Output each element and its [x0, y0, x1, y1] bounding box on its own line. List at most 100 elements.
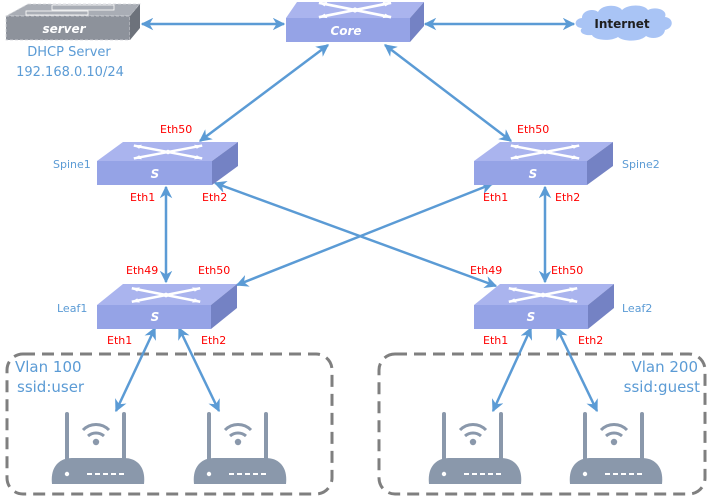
port-led [621, 473, 626, 475]
wifi-icon [229, 431, 247, 438]
server-badge: server [42, 22, 86, 36]
link-leaf1-ap1 [114, 326, 157, 413]
antenna-left [442, 412, 446, 462]
wifi-icon [234, 438, 242, 446]
wifi-icon [87, 431, 105, 438]
port-led [480, 473, 485, 475]
access-point-3[interactable] [428, 412, 522, 484]
antenna-left [207, 412, 211, 462]
port-led [464, 473, 469, 475]
power-led [582, 471, 588, 477]
leaf2-badge: S [527, 310, 536, 324]
spine1-port-eth1: Eth1 [130, 191, 155, 204]
antenna-left [65, 412, 69, 462]
link-core-spine1 [199, 44, 329, 142]
antenna-right [499, 412, 503, 462]
link-leaf1-ap2 [177, 326, 221, 413]
spine2-port-eth2: Eth2 [555, 191, 580, 204]
core-badge: Core [330, 24, 361, 38]
leaf2-port-eth1: Eth1 [483, 334, 508, 347]
spine1-port-eth2: Eth2 [202, 191, 227, 204]
port-led [103, 473, 108, 475]
router-body [193, 458, 287, 484]
port-led [488, 473, 493, 475]
port-led [87, 473, 92, 475]
wifi-icon [610, 438, 618, 446]
leaf1-badge: S [151, 310, 160, 324]
router-body [569, 458, 663, 484]
power-led [206, 471, 212, 477]
wifi-icon [469, 438, 477, 446]
port-led [629, 473, 634, 475]
link-leaf2-ap3 [491, 326, 533, 413]
access-point-4[interactable] [569, 412, 663, 484]
router-body [51, 458, 145, 484]
antenna-right [264, 412, 268, 462]
wifi-icon [458, 423, 488, 432]
spine1-switch[interactable]: S [97, 142, 238, 185]
antenna-right [122, 412, 126, 462]
vlan-200-group [377, 352, 707, 496]
access-point-2[interactable] [193, 412, 287, 484]
port-led [637, 473, 642, 475]
server-side [130, 4, 140, 40]
port-led [253, 473, 258, 475]
port-led [605, 473, 610, 475]
port-led [237, 473, 242, 475]
wifi-icon [92, 438, 100, 446]
server-front [5, 15, 131, 41]
spine2-badge: S [529, 167, 538, 181]
leaf2-name: Leaf2 [622, 302, 652, 315]
antenna-right [640, 412, 644, 462]
internet-label: Internet [594, 17, 649, 31]
leaf2-port-eth49: Eth49 [470, 264, 502, 277]
wifi-icon [605, 431, 623, 438]
leaf2-port-eth50: Eth50 [551, 264, 583, 277]
link-core-spine2 [384, 44, 512, 142]
server-name: DHCP Server [27, 45, 111, 60]
router-body [428, 458, 522, 484]
spine1-name: Spine1 [53, 158, 91, 171]
vlan-100-group [5, 352, 334, 496]
port-led [119, 473, 124, 475]
core-switch[interactable]: Core [286, 0, 424, 42]
wifi-icon [599, 423, 629, 432]
access-point-1[interactable] [51, 412, 145, 484]
port-led [95, 473, 100, 475]
leaf1-port-eth50: Eth50 [198, 264, 230, 277]
port-led [111, 473, 116, 475]
leaf1-switch[interactable]: S [97, 284, 237, 329]
spine1-badge: S [151, 167, 160, 181]
leaf2-switch[interactable]: S [474, 284, 614, 329]
server-ip: 192.168.0.10/24 [16, 65, 124, 80]
spine2-port-eth50: Eth50 [517, 123, 549, 136]
vlan-200-ssid: ssid:guest [624, 378, 700, 396]
wifi-icon [464, 431, 482, 438]
antenna-left [583, 412, 587, 462]
link-leaf2-ap4 [555, 326, 599, 413]
wifi-icon [81, 423, 111, 432]
port-led [229, 473, 234, 475]
port-led [613, 473, 618, 475]
leaf1-port-eth49: Eth49 [126, 264, 158, 277]
port-led [261, 473, 266, 475]
leaf2-port-eth2: Eth2 [578, 334, 603, 347]
dhcp-server[interactable]: server [5, 3, 141, 41]
links [114, 17, 599, 413]
spine2-switch[interactable]: S [474, 142, 613, 185]
spine2-name: Spine2 [622, 158, 660, 171]
port-led [496, 473, 501, 475]
vlan-100-label: Vlan 100 [15, 358, 82, 376]
leaf1-port-eth1: Eth1 [107, 334, 132, 347]
vlan-100-ssid: ssid:user [17, 378, 85, 396]
power-led [441, 471, 447, 477]
link-spine2-leaf1 [235, 182, 494, 287]
power-led [64, 471, 70, 477]
spine2-port-eth1: Eth1 [483, 191, 508, 204]
vlan-200-label: Vlan 200 [631, 358, 698, 376]
port-led [472, 473, 477, 475]
leaf1-port-eth2: Eth2 [201, 334, 226, 347]
wifi-icon [223, 423, 253, 432]
internet-cloud[interactable]: Internet [575, 5, 672, 41]
